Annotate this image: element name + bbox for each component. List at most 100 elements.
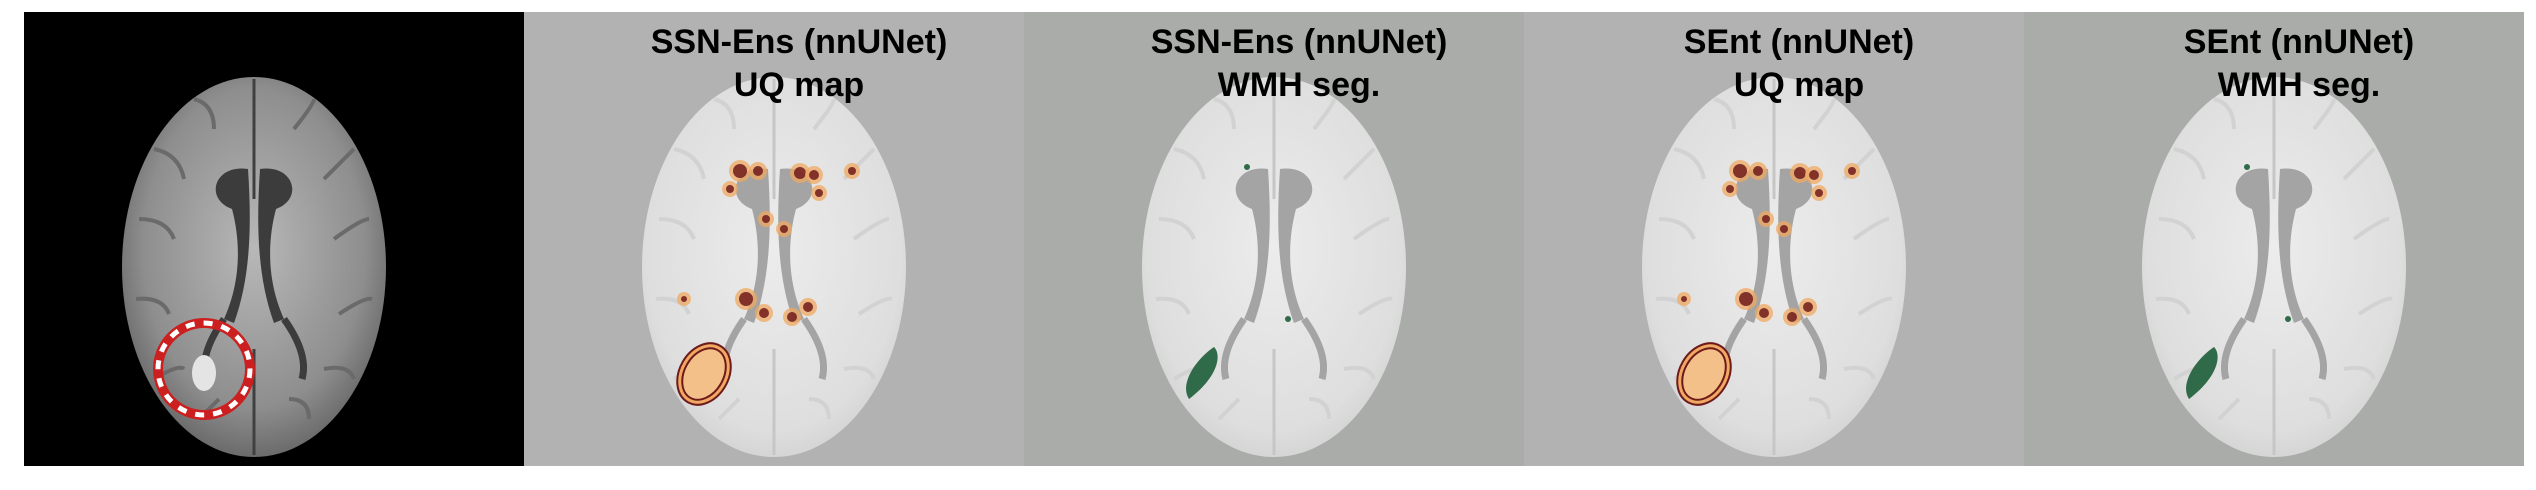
- uq-spot: [1753, 166, 1763, 176]
- cortical-fold: [2217, 397, 2241, 421]
- uq-spot: [1815, 189, 1823, 197]
- uq-spot: [1848, 167, 1856, 175]
- uq-spot: [733, 164, 747, 178]
- right-ventricle: [258, 168, 293, 323]
- cortical-fold: [135, 296, 171, 315]
- cortical-fold: [717, 397, 741, 421]
- right-ventricle: [1278, 168, 1313, 323]
- cortical-fold: [1717, 397, 1741, 421]
- wmh-segmentation: [2186, 347, 2218, 399]
- panel-title-line1: SEnt (nnUNet): [2184, 23, 2414, 61]
- uq-spot: [787, 312, 797, 322]
- cortical-fold: [2213, 97, 2236, 130]
- cortical-fold: [337, 296, 373, 316]
- cortical-fold: [288, 397, 311, 420]
- cortical-fold: [2342, 147, 2376, 181]
- cortical-fold: [1217, 397, 1241, 421]
- lesion-highlight: [192, 355, 216, 391]
- uq-spot: [1733, 164, 1747, 178]
- cortical-fold: [1843, 365, 1876, 380]
- uq-lesion-halo: [1678, 344, 1730, 404]
- wmh-segmentation: [2285, 316, 2291, 322]
- cortical-fold: [1658, 217, 1696, 240]
- posterior-horn: [1220, 316, 1247, 380]
- uq-spot: [1759, 308, 1769, 318]
- cortical-fold: [1713, 97, 1736, 130]
- cortical-fold: [2343, 365, 2376, 380]
- cortical-fold: [1343, 365, 1376, 380]
- uq-spot: [815, 189, 823, 197]
- cortical-fold: [1857, 296, 1893, 316]
- uq-spot: [1803, 302, 1813, 312]
- right-ventricle: [2278, 168, 2313, 323]
- panels-layer: SSN-Ens (nnUNet)UQ map SSN-Ens (nnUNet) WM…: [24, 12, 2524, 466]
- uq-spot: [1794, 167, 1806, 179]
- cortical-fold: [1673, 147, 1706, 180]
- uq-spot: [848, 167, 856, 175]
- cortical-fold: [1155, 296, 1191, 315]
- uq-spot: [681, 296, 687, 302]
- left-ventricle: [215, 168, 250, 323]
- cortical-fold: [658, 217, 696, 240]
- uq-spot: [1787, 312, 1797, 322]
- panel-sent-seg: SEnt (nnUNet) WMH seg.: [2024, 12, 2524, 466]
- wmh-segmentation: [1285, 316, 1291, 322]
- cortical-fold: [1808, 397, 1831, 420]
- uq-spot: [1809, 170, 1819, 180]
- panel-input-flair: [24, 12, 524, 466]
- uq-spot: [803, 302, 813, 312]
- cortical-fold: [1173, 147, 1206, 180]
- right-ventricle: [1778, 168, 1813, 323]
- panel-ssn-ens-uq: SSN-Ens (nnUNet)UQ map: [524, 12, 1024, 466]
- cortical-fold: [808, 397, 831, 420]
- cortical-fold: [1342, 147, 1376, 181]
- uq-spot: [726, 185, 734, 193]
- left-ventricle: [2235, 168, 2270, 323]
- cortical-fold: [2357, 296, 2393, 316]
- cortical-fold: [857, 296, 893, 316]
- panel-title-line2: WMH seg.: [1218, 66, 1380, 104]
- posterior-horn: [1801, 316, 1828, 380]
- uq-lesion-halo: [678, 344, 730, 404]
- uq-spot: [1739, 292, 1753, 306]
- lesion-marker-dashes: [155, 320, 253, 418]
- uq-spot: [1762, 215, 1770, 223]
- panel-ssn-ens-seg: SSN-Ens (nnUNet) WMH seg.: [1024, 12, 1524, 466]
- panel-title-line2: WMH seg.: [2218, 66, 2380, 104]
- cortical-fold: [1312, 98, 1336, 131]
- cortical-fold: [292, 98, 316, 131]
- cortical-fold: [852, 217, 890, 241]
- cortical-fold: [332, 217, 370, 241]
- cortical-fold: [673, 147, 706, 180]
- cortical-fold: [138, 217, 176, 240]
- cortical-fold: [812, 98, 836, 131]
- cortical-fold: [2352, 217, 2390, 241]
- uq-spot: [753, 166, 763, 176]
- cortical-fold: [2158, 217, 2196, 240]
- cortical-fold: [1852, 217, 1890, 241]
- posterior-horn: [801, 316, 828, 380]
- uq-spot: [762, 215, 770, 223]
- panel-title-line2: UQ map: [734, 66, 864, 104]
- wmh-segmentation: [2244, 164, 2250, 170]
- panel-sent-uq: SEnt (nnUNet) UQ map: [1524, 12, 2024, 466]
- panel-title-line1: SEnt (nnUNet): [1684, 23, 1914, 61]
- posterior-horn: [1301, 316, 1328, 380]
- uq-spot: [759, 308, 769, 318]
- cortical-fold: [1352, 217, 1390, 241]
- panel-title-line2: UQ map: [1734, 66, 1864, 104]
- posterior-horn: [2220, 316, 2247, 380]
- cortical-fold: [153, 147, 186, 180]
- cortical-fold: [2155, 296, 2191, 315]
- left-ventricle: [735, 168, 770, 323]
- cortical-fold: [713, 97, 736, 130]
- uq-spot: [1681, 296, 1687, 302]
- uq-spot: [794, 167, 806, 179]
- panel-title-line1: SSN-Ens (nnUNet): [1151, 23, 1448, 61]
- cortical-fold: [1812, 98, 1836, 131]
- cortical-fold: [193, 97, 216, 130]
- cortical-fold: [1213, 97, 1236, 130]
- cortical-fold: [323, 365, 356, 380]
- uq-spot: [809, 170, 819, 180]
